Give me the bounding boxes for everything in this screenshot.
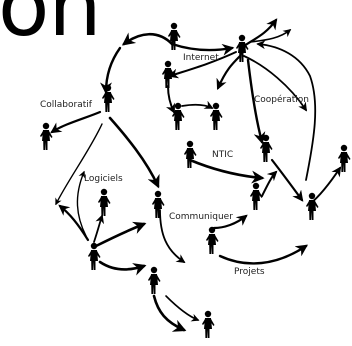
person-figure <box>206 226 219 254</box>
person-figure <box>172 102 185 130</box>
person-figure <box>184 140 197 168</box>
connection-arrow <box>246 58 266 145</box>
connection-arrow <box>261 170 278 197</box>
person-figure <box>152 190 165 218</box>
connection-arrow <box>242 18 278 48</box>
connection-arrow <box>152 294 187 332</box>
label-logiciels: Logiciels <box>84 174 123 184</box>
connection-arrow <box>94 221 147 248</box>
person-figure <box>40 122 53 150</box>
connection-arrow <box>168 51 237 79</box>
person-figure <box>202 310 215 338</box>
label-cooperation: Coopération <box>254 94 309 105</box>
person-figure <box>88 242 101 270</box>
label-ntic: NTIC <box>212 150 233 160</box>
person-figure <box>250 182 263 210</box>
connection-arrow <box>181 100 214 109</box>
person-figure <box>210 102 223 130</box>
connection-arrow <box>58 204 90 242</box>
connection-arrow <box>243 55 307 112</box>
connection-arrow <box>76 170 87 237</box>
connection-arrow <box>55 123 103 206</box>
person-figure <box>98 188 111 216</box>
label-projets: Projets <box>234 267 265 277</box>
connection-arrow <box>165 295 200 322</box>
connection-arrow <box>170 42 235 56</box>
connection-arrow <box>159 209 186 263</box>
connection-arrow <box>212 214 248 230</box>
label-internet: Internet <box>183 53 219 63</box>
connection-arrow <box>98 260 147 276</box>
connection-arrow <box>165 85 175 114</box>
label-collaboratif: Collaboratif <box>40 100 93 110</box>
connection-arrow <box>256 40 317 181</box>
connection-arrow <box>218 244 308 265</box>
connection-arrow <box>93 214 104 243</box>
connection-arrow <box>50 110 102 134</box>
connection-arrow <box>270 158 304 202</box>
connection-arrow <box>249 29 292 43</box>
connection-arrow <box>108 116 160 189</box>
connection-arrow <box>188 158 265 184</box>
label-communiquer: Communiquer <box>169 212 233 222</box>
person-figure <box>162 60 175 88</box>
connection-arrow <box>121 32 174 46</box>
connection-arrow <box>309 166 342 205</box>
person-figure <box>102 84 115 112</box>
connection-arrows <box>50 18 342 332</box>
person-figure <box>148 266 161 294</box>
cropped-title-text: on <box>0 0 102 55</box>
connection-arrow <box>216 54 242 91</box>
